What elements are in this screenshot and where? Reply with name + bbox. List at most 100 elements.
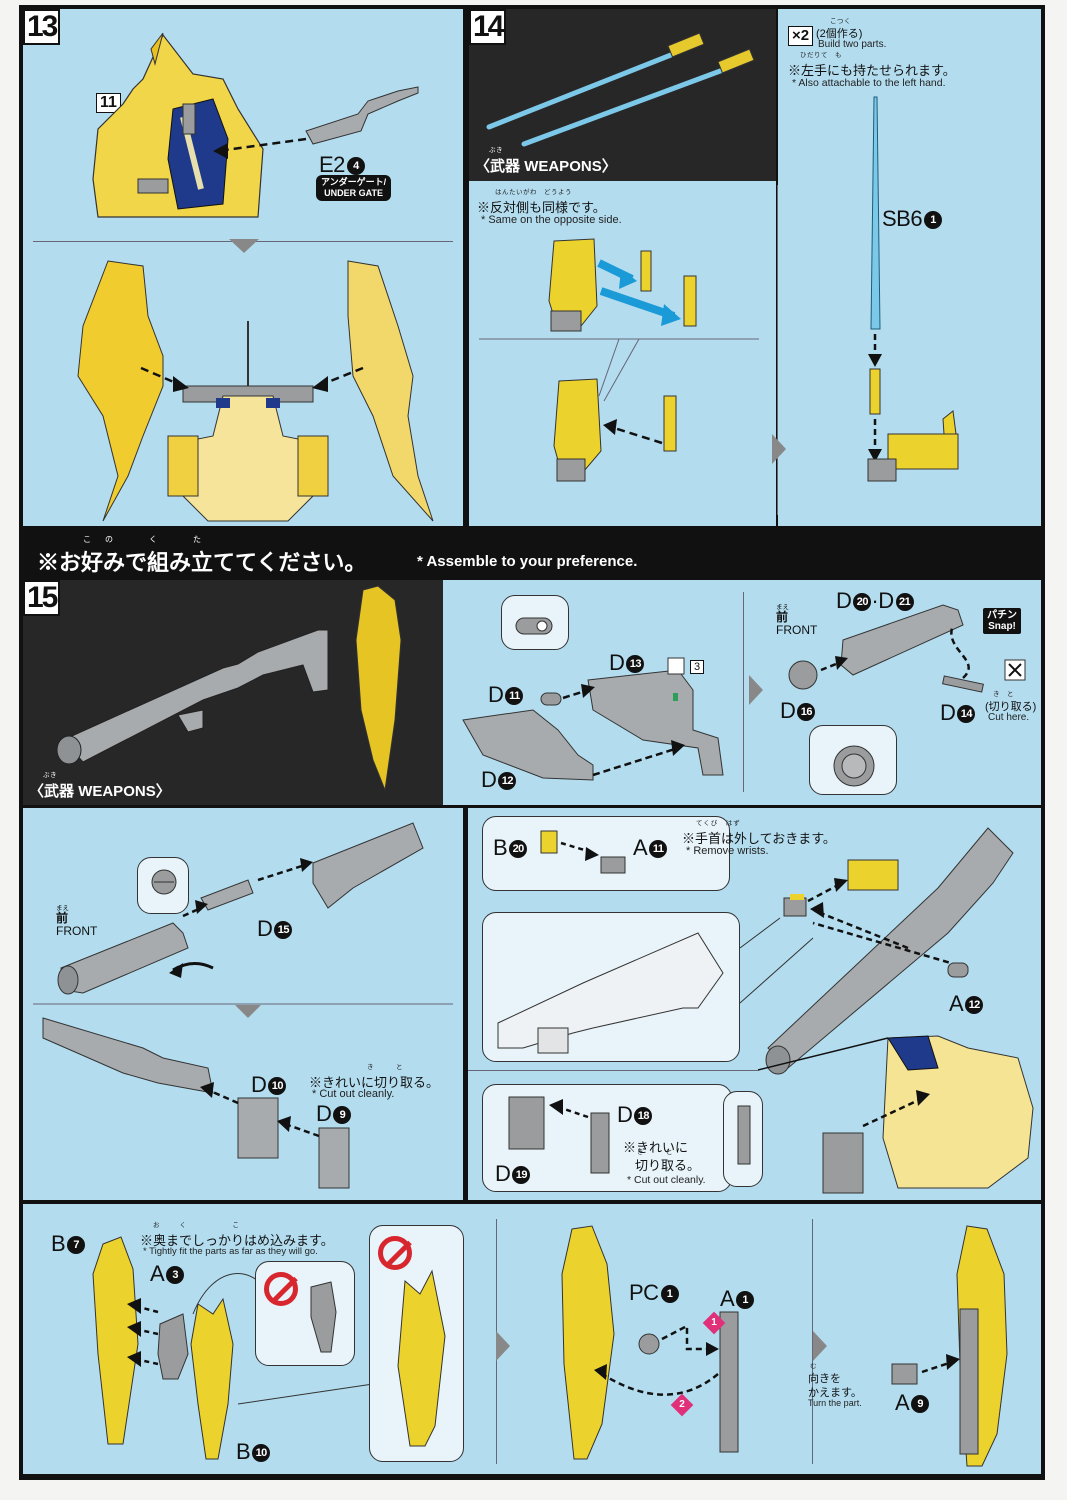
turn-part-jp-1: 向きを bbox=[808, 1373, 841, 1385]
pc1-a1-assembly bbox=[561, 1225, 739, 1460]
tight-fit-ruby: おく こ bbox=[153, 1222, 259, 1229]
under-gate-tag: アンダーゲート/ UNDER GATE bbox=[316, 175, 392, 201]
step-number: 13 bbox=[23, 9, 61, 45]
weapons-label: 〈武器 WEAPONS〉 bbox=[475, 158, 617, 175]
wrong-b10-bubble bbox=[369, 1225, 464, 1462]
step-14-left-panel: はんたいがわ どうよう ※反対側も同様です。 * Same on the opp… bbox=[469, 181, 776, 526]
next-arrow-icon bbox=[813, 1331, 827, 1361]
d18-d19-assembly bbox=[508, 1096, 610, 1174]
left-hand-note-en: * Also attachable to the left hand. bbox=[792, 77, 946, 89]
tight-fit-note-jp: ※奥までしっかりはめ込みます。 bbox=[140, 1233, 334, 1248]
preference-banner: この く た ※お好みで組み立ててください。 * Assemble to you… bbox=[19, 533, 1045, 578]
same-opposite-note-en: * Same on the opposite side. bbox=[481, 214, 622, 226]
bazooka-hand-assembly bbox=[739, 827, 1014, 1075]
d11-detail-bubble bbox=[501, 595, 569, 650]
saber-assembly-illustration bbox=[867, 96, 959, 482]
cut-clean-2-jp-1: ※きれいに bbox=[623, 1140, 689, 1155]
beam-sabers-illustration bbox=[486, 32, 755, 147]
banner-ruby: この く た bbox=[83, 535, 215, 544]
same-opposite-ruby: はんたいがわ どうよう bbox=[495, 189, 572, 196]
divider bbox=[743, 592, 744, 792]
next-arrow-icon bbox=[772, 434, 786, 464]
cut-clean-2-jp-2: 切り取る。 bbox=[635, 1158, 701, 1173]
cut-here-jp: (切り取る) bbox=[985, 701, 1037, 713]
front-indicator: まえ 前 FRONT bbox=[776, 604, 818, 637]
turn-part-ruby: む bbox=[810, 1363, 817, 1370]
d15-assembly bbox=[33, 822, 453, 1189]
e2-part-illustration bbox=[213, 86, 419, 159]
hand-grip-illustration bbox=[479, 238, 759, 482]
a9-assembly bbox=[891, 1225, 1008, 1467]
divider bbox=[468, 1070, 758, 1071]
step-reference: 11 bbox=[96, 93, 121, 113]
next-arrow-icon bbox=[496, 1331, 510, 1361]
cut-here-en: Cut here. bbox=[988, 712, 1030, 723]
left-hand-note-jp: ※左手にも持たせられます。 bbox=[788, 63, 956, 78]
cut-clean-ruby: き と bbox=[367, 1064, 411, 1071]
remove-wrists-note-en: * Remove wrists. bbox=[686, 845, 769, 857]
sticker-reference: 3 bbox=[690, 660, 705, 674]
d16-detail-bubble bbox=[809, 725, 897, 795]
binders-and-body-illustration bbox=[77, 260, 434, 522]
prohibited-icon bbox=[264, 1272, 298, 1306]
front-indicator: まえ 前 FRONT bbox=[56, 905, 98, 938]
d16-detail bbox=[833, 745, 875, 787]
shield-assembly bbox=[92, 1236, 374, 1460]
build-two-note-jp: (2個作る) bbox=[816, 28, 863, 40]
step-14-right-panel: ×2 こつく (2個作る) Build two parts. ひだりて も ※左… bbox=[772, 9, 1041, 526]
cut-clean-2-ruby: き と bbox=[637, 1149, 681, 1156]
build-two-ruby: こつく bbox=[830, 18, 851, 25]
d20-d21-assembly bbox=[788, 604, 1026, 693]
step-14-weapons-header: 14 ぶき 〈武器 WEAPONS〉 bbox=[469, 9, 776, 181]
d15-detail bbox=[151, 869, 177, 895]
weapons-label: 〈武器 WEAPONS〉 bbox=[29, 783, 171, 800]
remove-wrists-note-jp: ※手首は外しておきます。 bbox=[682, 831, 836, 846]
cut-clean-note-en: * Cut out cleanly. bbox=[312, 1088, 395, 1100]
grip-detail bbox=[497, 932, 724, 1054]
down-arrow-icon bbox=[229, 239, 259, 253]
same-opposite-note-jp: ※反対側も同様です。 bbox=[477, 200, 606, 215]
prohibited-icon bbox=[378, 1236, 412, 1270]
divider bbox=[777, 185, 778, 515]
bazooka-and-shield-illustration bbox=[56, 585, 402, 792]
turn-part-en: Turn the part. bbox=[808, 1398, 862, 1408]
cut-clean-2-en: * Cut out cleanly. bbox=[627, 1174, 706, 1186]
step-number: 15 bbox=[23, 580, 61, 616]
left-hand-ruby: ひだりて も bbox=[800, 52, 842, 59]
robot-torso-illustration bbox=[92, 32, 264, 218]
weapons-ruby: ぶき bbox=[43, 772, 57, 779]
d18-detail-bubble bbox=[723, 1091, 763, 1187]
a3-wrong-orientation bbox=[310, 1281, 337, 1353]
cut-clean-note-jp: ※きれいに切り取る。 bbox=[309, 1075, 440, 1090]
b10-wrong-orientation bbox=[397, 1269, 446, 1447]
next-arrow-icon bbox=[749, 675, 763, 705]
turn-part-jp-2: かえます。 bbox=[808, 1387, 862, 1399]
build-two-badge: ×2 bbox=[788, 26, 814, 46]
